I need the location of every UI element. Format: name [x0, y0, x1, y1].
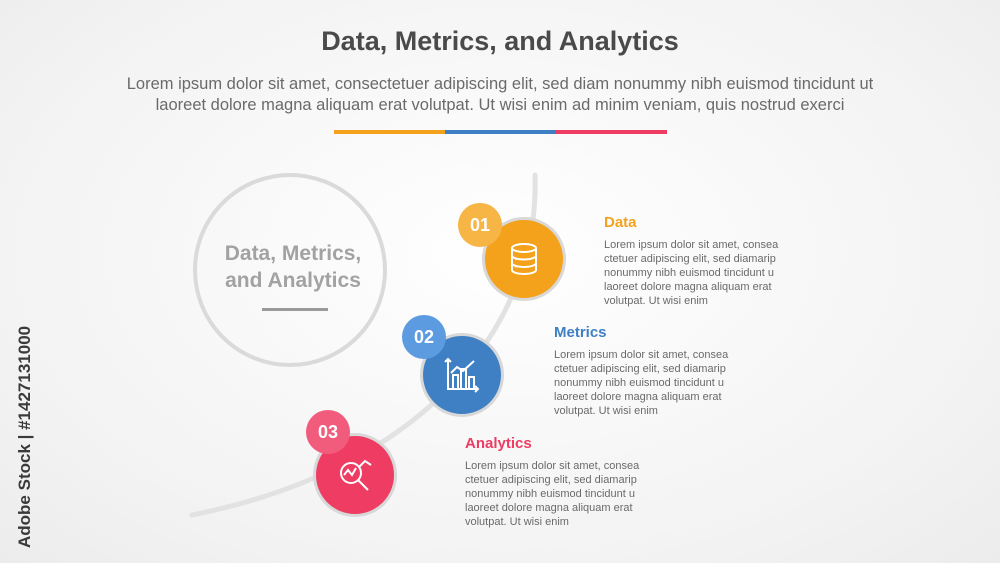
step-number-01: 01 — [458, 203, 502, 247]
step-number-03: 03 — [306, 410, 350, 454]
metrics-text-line-4: laoreet dolore magna aliquam erat — [554, 391, 722, 403]
analytics-text-line-5: volutpat. Ut wisi enim — [465, 516, 569, 528]
page-subtitle: Lorem ipsum dolor sit amet, consectetuer… — [60, 74, 940, 116]
subtitle-line-1: Lorem ipsum dolor sit amet, consectetuer… — [126, 75, 874, 93]
divider-blue — [445, 130, 556, 134]
analytics-title: Analytics — [465, 435, 532, 452]
metrics-text-line-2: ctetuer adipiscing elit, sed diamarip — [554, 363, 726, 375]
metrics-text-line-3: nonummy nibh euismod tincidunt u — [554, 377, 724, 389]
analytics-description: Lorem ipsum dolor sit amet, consea ctetu… — [465, 459, 665, 529]
data-text-line-5: volutpat. Ut wisi enim — [604, 295, 708, 307]
data-title: Data — [604, 214, 637, 231]
divider-orange — [334, 130, 445, 134]
center-label-line-2: and Analytics — [225, 269, 361, 292]
bar-chart-icon — [444, 357, 480, 393]
metrics-text-line-5: volutpat. Ut wisi enim — [554, 405, 658, 417]
analytics-text-line-1: Lorem ipsum dolor sit amet, consea — [465, 460, 640, 472]
center-underline — [262, 308, 328, 311]
center-label: Data, Metrics, and Analytics — [193, 240, 393, 294]
analytics-text-line-3: nonummy nibh euismod tincidunt u — [465, 488, 635, 500]
center-circle — [193, 173, 387, 367]
center-label-line-1: Data, Metrics, — [224, 242, 362, 265]
database-icon — [511, 243, 537, 275]
data-description: Lorem ipsum dolor sit amet, consea ctetu… — [604, 238, 804, 308]
page-title: Data, Metrics, and Analytics — [321, 26, 679, 56]
divider-red — [556, 130, 667, 134]
metrics-description: Lorem ipsum dolor sit amet, consea ctetu… — [554, 348, 754, 418]
metrics-text-line-1: Lorem ipsum dolor sit amet, consea — [554, 349, 729, 361]
data-text-line-4: laoreet dolore magna aliquam erat — [604, 281, 772, 293]
magnifier-chart-icon — [340, 459, 372, 491]
subtitle-line-2: laoreet dolore magna aliquam erat volutp… — [155, 96, 845, 114]
stock-watermark: Adobe Stock | #1427131000 — [15, 326, 34, 548]
analytics-text-line-4: laoreet dolore magna aliquam erat — [465, 502, 633, 514]
analytics-text-line-2: ctetuer adipiscing elit, sed diamarip — [465, 474, 637, 486]
data-text-line-1: Lorem ipsum dolor sit amet, consea — [604, 239, 779, 251]
watermark-text: Adobe Stock | #1427131000 — [15, 326, 34, 548]
step-number-02: 02 — [402, 315, 446, 359]
data-text-line-3: nonummy nibh euismod tincidunt u — [604, 267, 774, 279]
metrics-title: Metrics — [554, 324, 607, 341]
analytics-node — [313, 433, 397, 517]
data-text-line-2: ctetuer adipiscing elit, sed diamarip — [604, 253, 776, 265]
